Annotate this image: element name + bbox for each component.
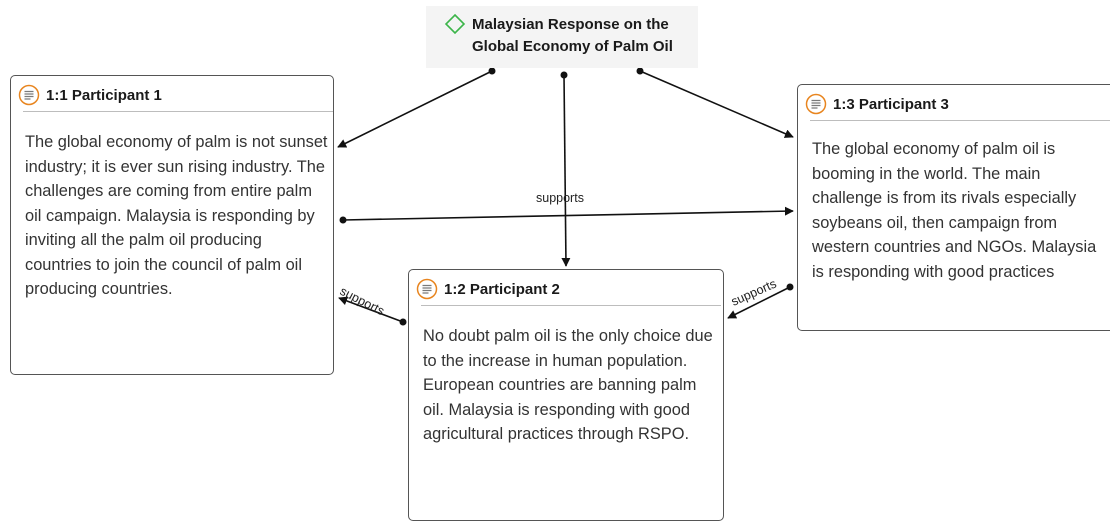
link-code-to-participant-1[interactable] [337, 67, 496, 148]
quotation-header: 1:3 Participant 3 [805, 91, 949, 117]
relation-label-p2-p3: supports [729, 276, 779, 309]
code-title-line-1: Malaysian Response on the [472, 16, 669, 33]
header-divider [810, 120, 1110, 121]
quotation-text: No doubt palm oil is the only choice due… [423, 327, 713, 443]
header-divider [421, 305, 721, 306]
relation-label-p1-p3: supports [536, 191, 584, 205]
quotation-title: 1:2 Participant 2 [444, 280, 560, 298]
relation-label-p2-p1: supports [337, 284, 387, 319]
quotation-icon [18, 84, 40, 106]
quotation-header: 1:1 Participant 1 [18, 82, 162, 108]
header-divider [23, 111, 333, 112]
quotation-title: 1:3 Participant 3 [833, 95, 949, 113]
code-title: Malaysian Response on the Global Economy… [472, 14, 696, 58]
quotation-icon [416, 278, 438, 300]
code-title-line-2: Global Economy of Palm Oil [472, 38, 673, 55]
quotation-node-participant-3[interactable]: 1:3 Participant 3 The global economy of … [797, 84, 1110, 331]
quotation-text: The global economy of palm oil is boomin… [812, 140, 1097, 281]
quotation-icon [805, 93, 827, 115]
quotation-node-participant-2[interactable]: 1:2 Participant 2 No doubt palm oil is t… [408, 269, 724, 521]
code-node[interactable]: Malaysian Response on the Global Economy… [426, 6, 698, 68]
code-diamond-icon [444, 13, 466, 35]
quotation-title: 1:1 Participant 1 [46, 86, 162, 104]
quotation-node-participant-1[interactable]: 1:1 Participant 1 The global economy of … [10, 75, 334, 375]
link-code-to-participant-3[interactable] [636, 67, 794, 138]
quotation-header: 1:2 Participant 2 [416, 276, 560, 302]
quotation-text: The global economy of palm is not sunset… [25, 133, 328, 298]
link-code-to-participant-2[interactable] [560, 71, 571, 267]
